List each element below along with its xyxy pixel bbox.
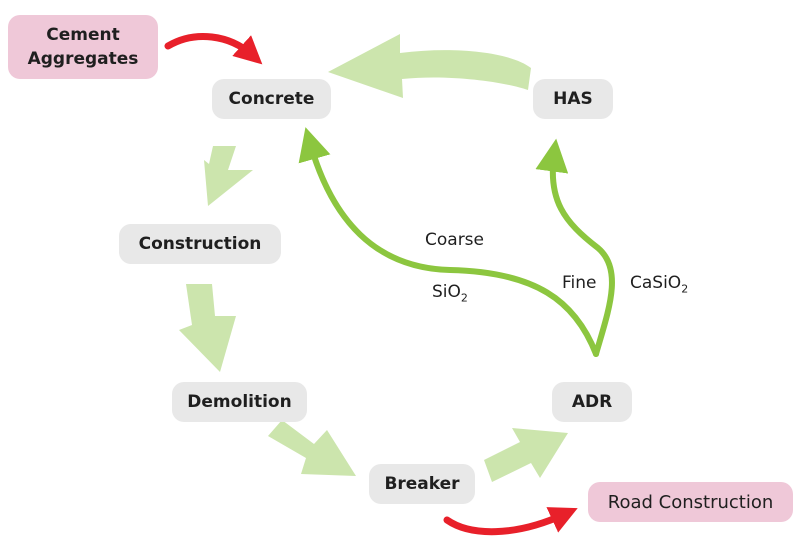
- arrow-adr-to-has-fine: [535, 138, 615, 357]
- has-box: HAS: [533, 79, 613, 119]
- arrow-concrete-to-construction: [204, 146, 253, 206]
- arrow-breaker-to-road-construction: [443, 507, 578, 536]
- cement-aggregates-box: Cement Aggregates: [8, 15, 158, 79]
- construction-box: Construction: [119, 224, 281, 264]
- adr-label: ADR: [571, 392, 613, 412]
- road-construction-label: Road Construction: [607, 491, 774, 513]
- has-label: HAS: [553, 89, 593, 109]
- breaker-label: Breaker: [384, 474, 460, 494]
- coarse-label: Coarse: [425, 230, 484, 250]
- arrow-breaker-to-adr: [484, 428, 568, 482]
- arrow-adr-to-concrete-coarse: [298, 127, 599, 357]
- construction-label: Construction: [138, 234, 262, 254]
- breaker-box: Breaker: [369, 464, 475, 504]
- demolition-box: Demolition: [172, 382, 307, 422]
- sio2-label: SiO2: [432, 282, 468, 305]
- adr-box: ADR: [552, 382, 632, 422]
- road-construction-box: Road Construction: [588, 482, 793, 522]
- concrete-label: Concrete: [228, 89, 315, 109]
- arrow-cement-aggregates-to-concrete: [164, 33, 263, 65]
- concrete-box: Concrete: [212, 79, 331, 119]
- arrow-construction-to-demolition: [179, 284, 236, 372]
- demolition-label: Demolition: [187, 392, 292, 412]
- casio2-label: CaSiO2: [630, 273, 689, 296]
- arrow-demolition-to-breaker: [268, 420, 356, 476]
- fine-label: Fine: [562, 273, 597, 293]
- cement-label: Cement: [46, 25, 120, 45]
- aggregates-label: Aggregates: [27, 49, 139, 69]
- arrow-has-to-concrete: [328, 34, 531, 98]
